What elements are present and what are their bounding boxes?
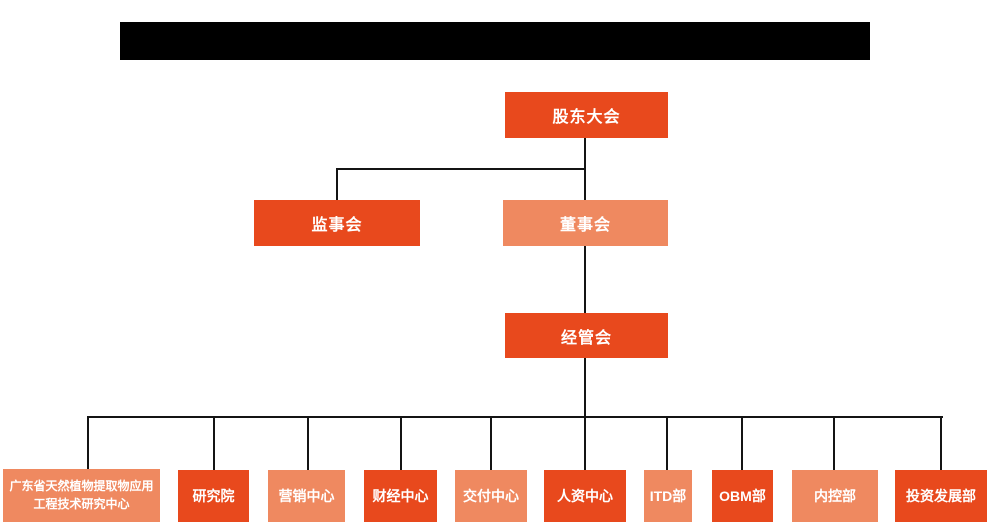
org-node-label: 人资中心	[557, 488, 613, 504]
org-node-label: 营销中心	[278, 488, 335, 504]
org-node-label: 投资发展部	[906, 488, 976, 504]
org-node-shareholders-meeting: 股东大会	[505, 92, 668, 138]
connector-branch-horizontal	[336, 168, 586, 170]
org-node-label: 内控部	[814, 488, 856, 504]
org-node-obm-department: OBM部	[712, 470, 773, 522]
org-node-management-committee: 经管会	[505, 313, 668, 358]
org-node-label: 股东大会	[552, 109, 621, 126]
org-node-research-institute: 研究院	[178, 470, 249, 522]
connector-dept-drop	[741, 416, 743, 470]
connector-bus-horizontal	[87, 416, 943, 418]
org-node-board-of-directors: 董事会	[503, 200, 668, 246]
connector-dept-drop	[666, 416, 668, 470]
connector-dept-drop	[490, 416, 492, 470]
org-node-label: 研究院	[192, 488, 235, 504]
connector-dept-drop	[307, 416, 309, 470]
org-node-label: 交付中心	[463, 488, 519, 504]
connector-mgmt-to-bus	[584, 358, 586, 417]
org-node-label: OBM部	[719, 488, 766, 504]
org-node-label: 经管会	[560, 329, 612, 347]
connector-dept-drop	[940, 416, 942, 470]
org-node-hr-center: 人资中心	[544, 470, 626, 522]
connector-dept-drop	[400, 416, 402, 470]
connector-dept-drop	[87, 416, 89, 470]
connector-board-to-mgmt	[584, 246, 586, 313]
org-node-delivery-center: 交付中心	[455, 470, 527, 522]
org-node-label: 监事会	[311, 217, 363, 234]
org-node-label: 董事会	[559, 217, 611, 234]
connector-dept-drop	[584, 416, 586, 470]
org-node-gd-plant-extract-research-center: 广东省天然植物提取物应用工程技术研究中心	[3, 469, 160, 522]
org-node-label: 财经中心	[372, 488, 429, 504]
org-node-itd-department: ITD部	[644, 470, 692, 522]
redacted-title-bar	[120, 22, 870, 60]
org-node-marketing-center: 营销中心	[268, 470, 345, 522]
connector-dept-drop	[213, 416, 215, 470]
connector-supervisory-drop	[336, 168, 338, 200]
org-node-supervisory-board: 监事会	[254, 200, 420, 246]
connector-dept-drop	[833, 416, 835, 470]
org-node-finance-center: 财经中心	[364, 470, 437, 522]
org-node-label: 广东省天然植物提取物应用工程技术研究中心	[9, 479, 154, 511]
org-node-internal-control-department: 内控部	[792, 470, 878, 522]
org-node-label: ITD部	[649, 488, 687, 504]
org-node-investment-development-department: 投资发展部	[895, 470, 987, 522]
